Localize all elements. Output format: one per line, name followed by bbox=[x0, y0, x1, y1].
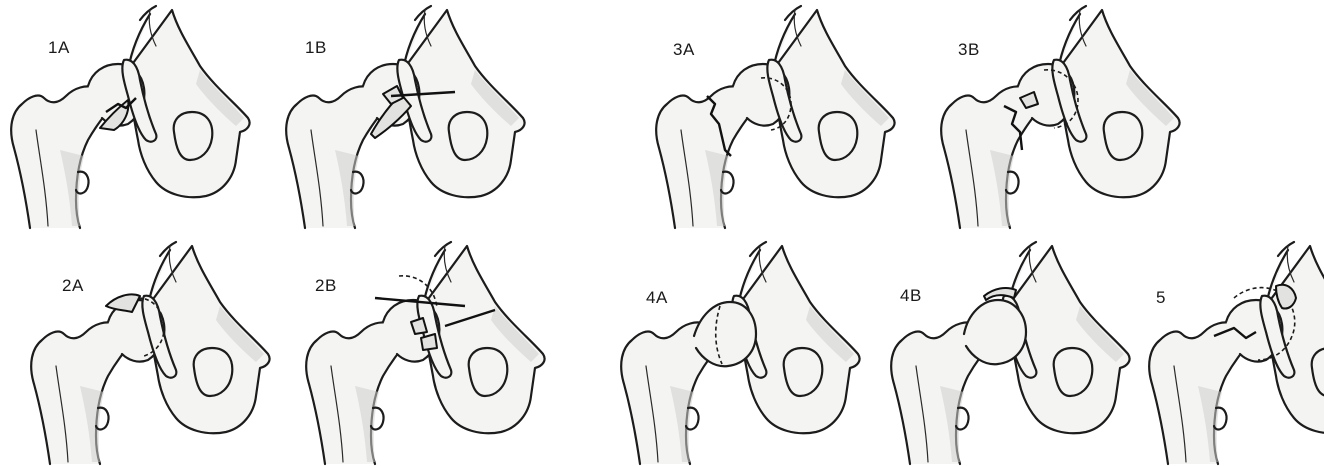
hip-illustration-4a bbox=[610, 236, 880, 466]
hip-anatomy bbox=[31, 242, 269, 464]
panel-2a: 2A bbox=[20, 236, 290, 466]
femur-outline bbox=[31, 322, 132, 464]
comminuted-fragment bbox=[411, 318, 427, 334]
hip-illustration-2a bbox=[20, 236, 290, 466]
hip-illustration-1b bbox=[275, 0, 545, 230]
femur-outline bbox=[11, 86, 112, 228]
femur-outline bbox=[656, 86, 757, 228]
panel-4a: 4A bbox=[610, 236, 880, 466]
hip-anatomy bbox=[306, 242, 544, 464]
femur-outline bbox=[286, 86, 387, 228]
hip-illustration-4b bbox=[880, 236, 1150, 466]
femoral-head bbox=[694, 302, 756, 366]
comminuted-fragment-2 bbox=[421, 334, 437, 350]
hip-anatomy bbox=[656, 6, 894, 228]
femur-outline bbox=[1149, 322, 1250, 464]
hip-illustration-3a bbox=[645, 0, 915, 230]
hip-illustration-1a bbox=[0, 0, 270, 230]
panel-3b: 3B bbox=[930, 0, 1200, 230]
hip-illustration-3b bbox=[930, 0, 1200, 230]
panel-3a: 3A bbox=[645, 0, 915, 230]
panel-2b: 2B bbox=[295, 236, 565, 466]
hip-anatomy bbox=[11, 6, 249, 228]
panel-1a: 1A bbox=[0, 0, 270, 230]
hip-anatomy bbox=[891, 242, 1129, 464]
hip-illustration-2b bbox=[295, 236, 565, 466]
panel-5: 5 bbox=[1148, 236, 1324, 466]
hip-anatomy bbox=[941, 6, 1179, 228]
panel-4b: 4B bbox=[880, 236, 1150, 466]
hip-anatomy bbox=[286, 6, 524, 228]
hip-anatomy bbox=[621, 242, 859, 464]
femoral-head bbox=[964, 300, 1026, 364]
hip-illustration-5 bbox=[1148, 236, 1324, 466]
femur-outline bbox=[306, 322, 407, 464]
hip-anatomy bbox=[1149, 242, 1324, 464]
panel-1b: 1B bbox=[275, 0, 545, 230]
